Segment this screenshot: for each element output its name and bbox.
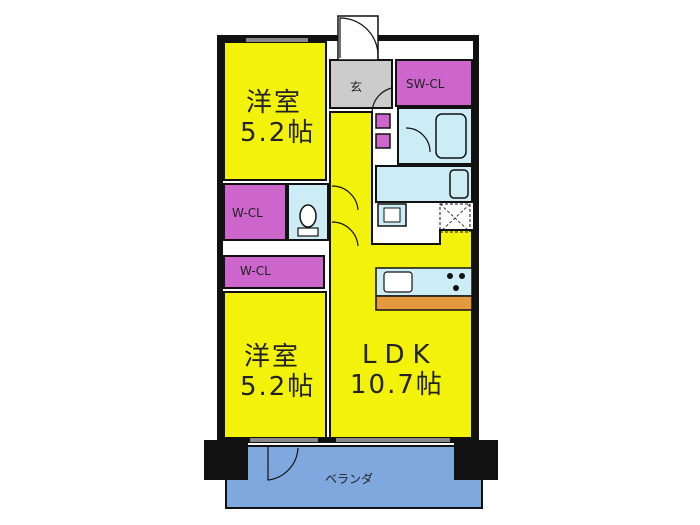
sw-cl-label: SW-CL — [406, 77, 445, 91]
front-door-frame — [337, 15, 379, 61]
western-room-top — [223, 41, 327, 181]
western-room-top-size: 5.2帖 — [240, 118, 316, 148]
pillar-right — [454, 440, 498, 480]
pillar-left — [204, 440, 248, 480]
western-room-bottom-size: 5.2帖 — [240, 372, 316, 402]
veranda-area — [225, 445, 483, 509]
fridge-space-icon — [439, 203, 471, 233]
kitchen-counter — [375, 295, 473, 311]
western-room-top-name: 洋室 — [246, 88, 303, 118]
toilet-icon — [299, 204, 317, 228]
veranda-label: ベランダ — [325, 472, 374, 486]
stove-burner-icon — [459, 273, 465, 279]
door-swing-icon — [405, 127, 431, 153]
entrance-label: 玄 — [350, 80, 363, 94]
front-door-swing-icon — [339, 17, 379, 59]
western-room-bottom-name: 洋室 — [244, 342, 301, 372]
entrance-area — [329, 59, 393, 109]
door-swing-icon — [267, 446, 299, 481]
western-room-bottom — [223, 291, 327, 439]
door-swing-icon — [371, 87, 393, 113]
shoe-shelf-1 — [375, 113, 391, 129]
washing-machine-inner-icon — [383, 207, 401, 223]
ldk-size: 10.7帖 — [350, 370, 444, 400]
wcl-lower-area — [223, 255, 325, 289]
kitchen-sink-icon — [383, 271, 413, 293]
stove-burner-icon — [447, 273, 453, 279]
wcl-upper-label: W-CL — [232, 206, 263, 220]
sw-cl-area — [395, 59, 473, 107]
wcl-lower-label: W-CL — [240, 264, 271, 278]
door-swing-icon — [331, 221, 359, 247]
wcl-upper-area — [223, 183, 287, 241]
toilet-tank-icon — [297, 227, 319, 237]
washbasin-icon — [449, 169, 469, 199]
stove-burner-icon — [453, 285, 459, 291]
door-swing-icon — [331, 185, 359, 211]
ldk-name: LDK — [362, 340, 438, 370]
shoe-shelf-2 — [375, 133, 391, 149]
bathtub-icon — [435, 113, 467, 159]
